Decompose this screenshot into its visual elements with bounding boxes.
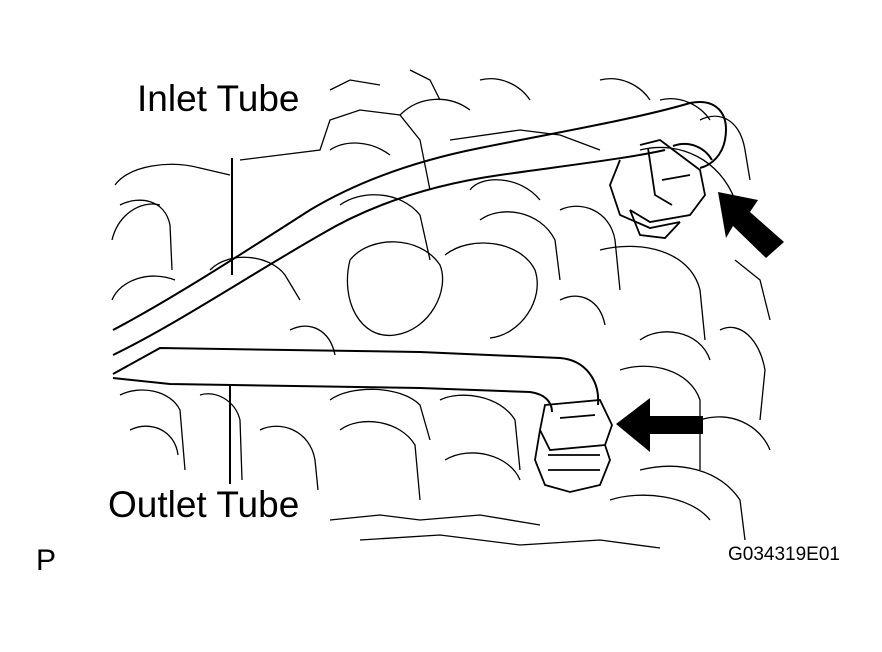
outlet-tube-label: Outlet Tube (108, 484, 300, 525)
arrow-upper (718, 192, 784, 258)
figure-code: G034319E01 (728, 544, 840, 565)
inlet-tube-label: Inlet Tube (137, 78, 300, 119)
inlet-tube (112, 101, 727, 356)
outlet-fitting (534, 399, 613, 493)
leader-lines (229, 158, 233, 484)
inlet-fitting (609, 139, 706, 239)
panel-letter: P (36, 544, 57, 577)
engine-block-background (111, 69, 771, 549)
arrow-lower (616, 398, 703, 452)
outlet-tube (112, 346, 600, 413)
